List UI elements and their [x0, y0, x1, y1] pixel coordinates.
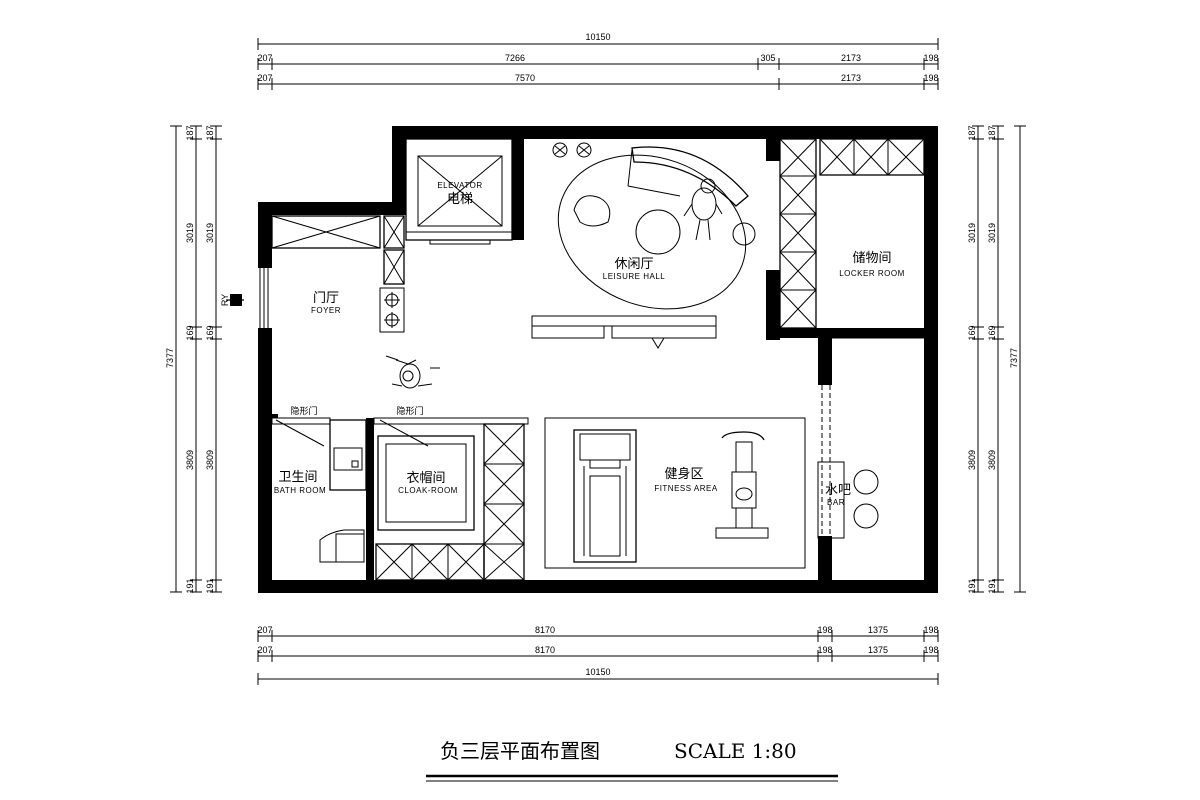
right-dimension-lines [972, 125, 1026, 593]
fitness-area [544, 417, 806, 569]
dim-bottom-r1-2: 198 [817, 625, 832, 635]
dim-top-total: 10150 [585, 32, 610, 42]
bar-label-cn: 水吧 [825, 483, 851, 498]
dim-top-r1-3: 2173 [841, 53, 861, 63]
tv-console [531, 315, 717, 349]
leisure-hall-furniture [552, 142, 756, 310]
bath-top-partition [272, 414, 278, 418]
fitness-label-en: FITNESS AREA [654, 484, 718, 493]
plan-scale: SCALE 1:80 [674, 739, 797, 763]
foyer-label-en: FOYER [311, 306, 341, 315]
leisure-label-cn: 休闲厅 [614, 257, 653, 272]
locker-cabinets [779, 138, 925, 329]
dim-top-r1-2: 305 [760, 53, 775, 63]
dim-right-a-2: 169 [967, 325, 977, 340]
dim-right-b-1: 3019 [987, 223, 997, 243]
walls [258, 126, 938, 593]
dim-bottom-r1-0: 207 [257, 625, 272, 635]
dim-bottom-r2-1: 8170 [535, 645, 555, 655]
dim-left-a-3: 3809 [185, 450, 195, 470]
dim-right-a-0: 187 [967, 125, 977, 140]
dim-left-b-0: 187 [205, 125, 215, 140]
dim-top-r1-1: 7266 [505, 53, 525, 63]
locker-label-en: LOCKER ROOM [839, 269, 905, 278]
dim-top-r2-2: 2173 [841, 73, 861, 83]
dim-bottom-r1-4: 198 [923, 625, 938, 635]
leisure-label-en: LEISURE HALL [603, 272, 666, 281]
hidden-door-label-1: 隐形门 [290, 405, 317, 417]
dim-bottom-r1-3: 1375 [868, 625, 888, 635]
bar-label-en: BAR [827, 498, 845, 507]
dim-top-r2-1: 7570 [515, 73, 535, 83]
dim-right-b-2: 169 [987, 325, 997, 340]
elevator-label-en: ELEVATOR [437, 181, 482, 190]
dim-left-a-0: 187 [185, 125, 195, 140]
bath-label-en: BATH ROOM [274, 486, 326, 495]
locker-label-cn: 储物间 [852, 251, 891, 266]
dim-right-b-4: 191 [987, 578, 997, 593]
fitness-label-cn: 健身区 [664, 466, 703, 482]
elevator [405, 138, 513, 245]
elevator-label-cn: 电梯 [447, 192, 473, 207]
dim-left-b-2: 169 [205, 325, 215, 340]
title-underline [426, 774, 838, 782]
dim-bottom-r2-2: 198 [817, 645, 832, 655]
bath-label-cn: 卫生间 [278, 470, 317, 485]
dim-left-a-4: 191 [185, 578, 195, 593]
dim-right-a-3: 3809 [967, 450, 977, 470]
dim-right-a-1: 3019 [967, 223, 977, 243]
foyer-cabinet [271, 215, 405, 285]
hidden-door-label-2: 隐形门 [396, 405, 423, 417]
entry-marker [226, 294, 244, 306]
dim-bottom-r2-0: 207 [257, 645, 272, 655]
dim-left-b-4: 191 [205, 578, 215, 593]
dim-right-total: 7377 [1009, 348, 1019, 368]
dim-right-a-4: 191 [967, 578, 977, 593]
dim-bottom-total: 10150 [585, 667, 610, 677]
dim-bottom-r2-3: 1375 [868, 645, 888, 655]
dim-bottom-r2-4: 198 [923, 645, 938, 655]
foyer-shoe-rack [379, 287, 405, 333]
dim-top-r1-4: 198 [923, 53, 938, 63]
dim-top-r2-3: 198 [923, 73, 938, 83]
dim-top-r2-0: 207 [257, 73, 272, 83]
entry-marker-label: RY [220, 294, 230, 306]
cloak-label-cn: 衣帽间 [406, 470, 445, 486]
dim-left-a-1: 3019 [185, 223, 195, 243]
cloak-label-en: CLOAK-ROOM [398, 486, 458, 495]
dim-right-b-3: 3809 [987, 450, 997, 470]
plan-title: 负三层平面布置图 [440, 739, 600, 763]
bath-cloak-partition [366, 418, 374, 580]
dim-left-b-3: 3809 [205, 450, 215, 470]
dim-left-total: 7377 [165, 348, 175, 368]
dim-right-b-0: 187 [987, 125, 997, 140]
left-dimension-lines [170, 125, 222, 593]
dim-bottom-r1-1: 8170 [535, 625, 555, 635]
dim-left-a-2: 169 [185, 325, 195, 340]
person-figure-foyer [385, 355, 440, 389]
entry-door [259, 268, 269, 328]
dim-left-b-1: 3019 [205, 223, 215, 243]
foyer-label-cn: 门厅 [313, 291, 339, 306]
dim-top-r1-0: 207 [257, 53, 272, 63]
cloak-room-furniture [373, 417, 529, 581]
bottom-dimension-lines [257, 630, 939, 685]
top-dimension-lines [257, 38, 939, 90]
bar-area [817, 337, 924, 539]
